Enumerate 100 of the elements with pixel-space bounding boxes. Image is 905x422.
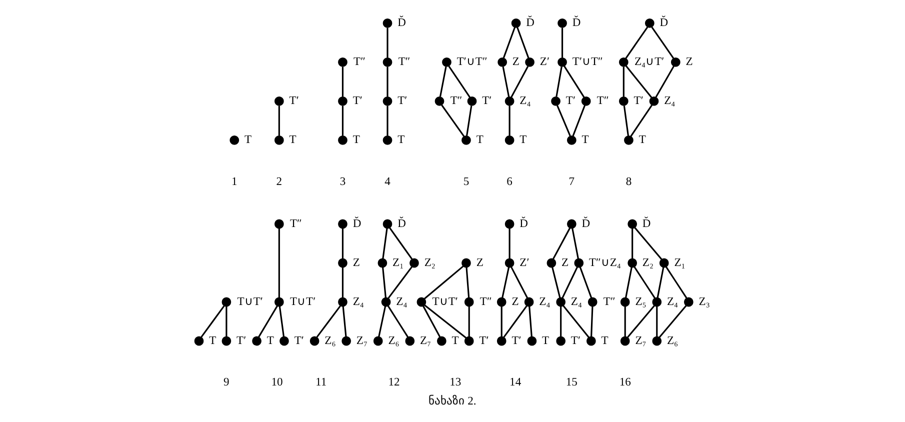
- node-label: T: [244, 134, 252, 146]
- connector: [342, 106, 344, 136]
- node-circle: [222, 297, 232, 307]
- node-circle: [230, 136, 240, 145]
- connector: [655, 66, 674, 98]
- node-label: T: [209, 334, 216, 347]
- node-circle: [462, 258, 471, 268]
- node-label: Z: [476, 256, 484, 269]
- connector: [510, 66, 529, 98]
- node-label: Z₄: [520, 94, 531, 107]
- node-label: D̆: [642, 218, 651, 230]
- node-circle: [467, 96, 477, 106]
- connector: [382, 228, 388, 259]
- connector: [552, 267, 561, 298]
- node-circle: [581, 96, 591, 106]
- node-circle: [504, 96, 514, 106]
- node-label: Z: [512, 296, 519, 308]
- node-label: T: [452, 334, 459, 347]
- node-label: T′: [294, 334, 304, 347]
- connector: [424, 304, 466, 338]
- node-label: Z₂: [424, 256, 436, 269]
- node-label: T′: [566, 94, 576, 107]
- node-label: Z₂: [642, 256, 654, 269]
- node-label: T∪T′: [290, 296, 316, 308]
- connector: [386, 66, 388, 97]
- node-label: Z₁: [392, 256, 404, 269]
- node-circle: [652, 336, 662, 346]
- label: 11: [315, 376, 327, 389]
- node-label: Z₄: [667, 296, 678, 308]
- label: 1: [232, 176, 238, 188]
- node-label: T′: [479, 334, 489, 347]
- node-circle: [274, 297, 284, 307]
- connector: [572, 105, 586, 136]
- node-label: D̆: [526, 16, 535, 29]
- node-circle: [338, 136, 348, 145]
- node-label: Z: [562, 256, 569, 269]
- node-circle: [586, 336, 596, 346]
- node-label: T: [638, 134, 646, 146]
- connector: [448, 66, 470, 98]
- connector: [378, 306, 386, 337]
- node-circle: [558, 58, 567, 67]
- node-circle: [511, 18, 521, 28]
- node-label: T′∪T″: [572, 56, 603, 68]
- node-circle: [504, 258, 514, 268]
- connector: [560, 306, 562, 337]
- label: 8: [626, 176, 632, 188]
- label: 12: [388, 376, 400, 389]
- label: 9: [224, 376, 230, 389]
- node-circle: [378, 258, 388, 268]
- node-label: T: [266, 334, 274, 347]
- node-circle: [496, 336, 506, 346]
- node-circle: [194, 336, 204, 346]
- node-circle: [342, 336, 352, 346]
- connector: [500, 306, 502, 337]
- node-label: Z₄: [352, 296, 364, 308]
- node-circle: [274, 136, 284, 145]
- node-circle: [574, 258, 584, 268]
- caption: ნახაზი 2.: [428, 395, 476, 408]
- label: 2: [276, 176, 282, 188]
- node-circle: [382, 136, 392, 145]
- node-circle: [624, 136, 634, 145]
- node-label: Z′: [520, 256, 530, 269]
- connector: [278, 228, 280, 298]
- node-circle: [546, 258, 556, 268]
- node-circle: [504, 136, 514, 145]
- node-circle: [338, 58, 348, 67]
- node-label: T′∪T″: [456, 56, 488, 68]
- connector: [468, 306, 470, 337]
- connector: [502, 66, 510, 97]
- connector: [258, 306, 278, 338]
- node-label: D̆: [582, 218, 590, 230]
- node-circle: [496, 297, 506, 307]
- node-label: Z₆: [388, 334, 400, 347]
- node-label: T″: [398, 56, 410, 68]
- node-label: T: [352, 134, 360, 146]
- node-label: Z₄∪T′: [634, 56, 664, 68]
- node-label: Z₃: [698, 296, 710, 308]
- node-circle: [442, 58, 452, 67]
- connector: [656, 306, 658, 337]
- node-label: Z₇: [420, 334, 432, 347]
- connector: [508, 228, 510, 259]
- node-label: T′: [236, 334, 246, 347]
- connector: [510, 266, 528, 298]
- node-label: Z₄: [664, 94, 676, 107]
- node-label: D̆: [398, 218, 406, 230]
- label: 10: [271, 376, 283, 389]
- node-label: T′: [570, 334, 581, 347]
- connector: [572, 228, 579, 259]
- node-label: T′: [398, 94, 408, 107]
- node-circle: [659, 258, 669, 268]
- node-circle: [620, 336, 630, 346]
- connector: [508, 106, 510, 136]
- node-circle: [310, 336, 320, 346]
- connector: [556, 105, 571, 136]
- node-circle: [382, 18, 392, 28]
- node-circle: [652, 297, 662, 307]
- connector: [388, 266, 412, 299]
- node-label: D̆: [352, 218, 362, 230]
- connector: [634, 227, 662, 260]
- connector: [528, 306, 532, 337]
